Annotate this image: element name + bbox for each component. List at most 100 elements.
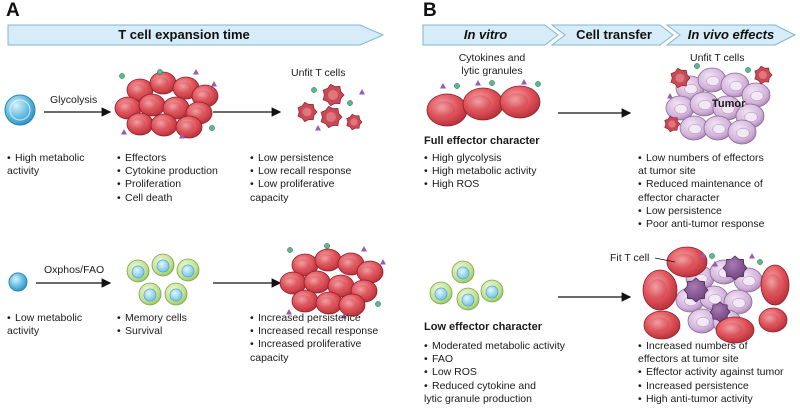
low-effector-label: Low effector character <box>424 321 542 333</box>
bullet-item: Poor anti-tumor response <box>638 218 798 231</box>
effector-cell <box>114 96 142 120</box>
cytokine-triangle <box>211 81 217 87</box>
bullet-item: Proliferation <box>117 178 242 191</box>
effector-cell <box>642 269 678 311</box>
effector-cell <box>715 316 755 344</box>
granule-dot <box>209 125 215 131</box>
effector-cell <box>643 310 681 340</box>
effector-cell <box>126 112 154 136</box>
dying-cell <box>754 65 773 85</box>
cytokine-triangle <box>700 252 706 258</box>
effector-cell <box>279 271 307 295</box>
bullet-item: Increased recall response <box>250 325 410 338</box>
cytokine-triangle <box>475 80 481 86</box>
granule-dot <box>757 259 763 265</box>
tumor-cluster-top <box>664 63 773 145</box>
granule-dot <box>157 69 163 75</box>
memory-cell <box>429 281 453 305</box>
granule-dot <box>119 73 125 79</box>
dying-cell <box>664 115 681 133</box>
cell-transfer-arrow <box>550 24 674 46</box>
bullet-item: Moderated metabolic activity <box>424 340 574 353</box>
bullet-item: High ROS <box>424 178 554 191</box>
bullet-item: Low ROS <box>424 366 574 379</box>
memory-cell <box>176 258 200 282</box>
cytokine-triangle <box>315 125 321 131</box>
bullet-item: High glycolysis <box>424 152 554 165</box>
dying-cell <box>670 67 691 89</box>
in-vitro-bullets-bottom: Moderated metabolic activity FAO Low ROS… <box>424 340 574 406</box>
effector-cell <box>327 274 355 298</box>
bullet-item: High anti-tumor activity <box>638 393 798 406</box>
effector-cell <box>303 270 331 294</box>
effector-cell <box>314 248 342 272</box>
bullet-item: Cell death <box>117 192 242 205</box>
bullet-item: Memory cells <box>117 312 242 325</box>
memory-cell <box>164 282 188 306</box>
dying-tumor-cell <box>683 277 709 303</box>
panel-letter-a: A <box>6 0 20 21</box>
cytokine-triangle <box>179 133 185 139</box>
cytokine-triangle <box>193 69 199 75</box>
expansion-time-arrow <box>7 24 385 46</box>
tumor-cell <box>727 119 757 145</box>
effector-cell <box>291 253 319 277</box>
dying-cell <box>320 105 343 129</box>
memory-cells-b <box>429 260 504 311</box>
dying-cell <box>297 101 318 123</box>
in-vitro-label: In vitro <box>463 27 508 42</box>
tumor-cluster-bottom <box>642 246 790 344</box>
granule-dot <box>311 87 317 93</box>
cell-transfer-label: Cell transfer <box>576 27 652 42</box>
bullet-item: Increased persistence <box>250 312 410 325</box>
tumor-cell <box>723 289 753 315</box>
tumor-label: Tumor <box>712 98 746 110</box>
naive-cell-high <box>4 94 36 126</box>
cytokine-triangle <box>667 93 673 99</box>
tumor-cell <box>712 95 742 121</box>
in-vitro-arrow <box>422 24 559 46</box>
expansion-bullets-bottom: Memory cells Survival <box>117 312 242 338</box>
dying-cell <box>346 113 363 131</box>
naive-cell-low <box>8 272 28 292</box>
memory-cell <box>451 260 475 284</box>
bullet-item: Effector activity against tumor <box>638 366 798 379</box>
bullet-item: Low recall response <box>250 165 380 178</box>
panel-letter-b: B <box>423 0 437 21</box>
memory-cell <box>456 287 480 311</box>
effector-cell <box>291 289 319 313</box>
effector-cell <box>499 85 541 119</box>
dying-cell <box>322 83 345 107</box>
granule-dot <box>694 63 700 69</box>
bullet-item: Effectors <box>117 152 242 165</box>
effector-cell <box>426 93 468 127</box>
unfit-cells-a <box>297 83 365 131</box>
cytokine-triangle <box>380 259 386 265</box>
bullet-item: Low persistence <box>638 205 798 218</box>
memory-cell <box>480 279 504 303</box>
glycolysis-label: Glycolysis <box>50 94 98 106</box>
cytokine-triangle <box>521 79 527 85</box>
effector-cell <box>338 293 366 317</box>
granule-dot <box>347 100 353 106</box>
memory-cell <box>126 259 150 283</box>
effector-cells-b <box>426 79 541 127</box>
full-effector-label: Full effector character <box>424 135 540 147</box>
cytokine-triangle <box>359 89 365 95</box>
granule-dot <box>489 80 495 86</box>
effector-cell <box>356 260 384 284</box>
cytokine-triangle <box>361 246 367 252</box>
memory-cells-a <box>126 253 200 306</box>
in-vivo-label: In vivo effects <box>687 27 775 42</box>
bullet-item: Increased persistence <box>638 380 798 393</box>
effector-cell <box>666 246 708 278</box>
